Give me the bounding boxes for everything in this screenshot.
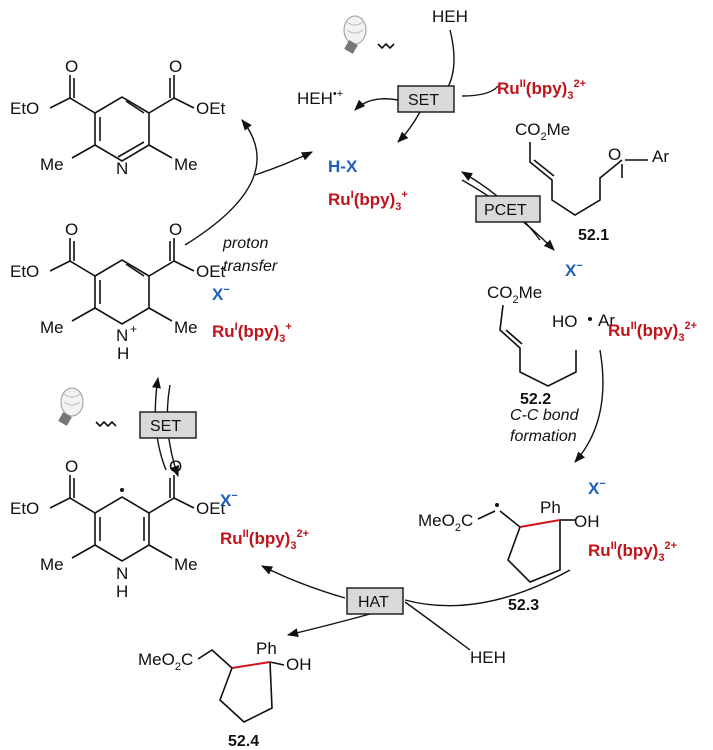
svg-text:H: H <box>116 582 128 601</box>
hx-label: H-X <box>328 157 358 176</box>
svg-text:Ph: Ph <box>256 639 277 658</box>
svg-text:O: O <box>65 457 78 476</box>
x-minus-bottom-left: X− <box>220 490 238 510</box>
svg-text:O: O <box>169 57 182 76</box>
ru-II-top: RuII(bpy)32+ <box>497 78 586 102</box>
svg-text:O: O <box>65 220 78 239</box>
x-minus-right: X− <box>588 478 606 498</box>
set-top-arrow-out-ru <box>397 111 421 143</box>
light-bulb-icon <box>343 15 367 54</box>
svg-text:Me: Me <box>40 155 64 174</box>
svg-text:OEt: OEt <box>196 262 226 281</box>
compound-52-1: CO2Me O Ar <box>515 120 669 216</box>
x-minus-left: X− <box>212 284 230 304</box>
compound-label-52-3: 52.3 <box>508 597 539 614</box>
pyridine: O EtO O OEt Me Me N <box>10 57 226 178</box>
svg-text:Me: Me <box>174 555 198 574</box>
svg-text:Me: Me <box>40 555 64 574</box>
hat-box <box>346 587 404 615</box>
set-top-box <box>397 85 455 113</box>
light-wave-icon <box>95 420 117 428</box>
proton-transfer-arrow-up <box>184 119 258 246</box>
svg-text:HO: HO <box>552 312 578 331</box>
set-top-box-label: SET <box>408 92 439 109</box>
svg-text:MeO2C: MeO2C <box>138 650 193 673</box>
compound-label-52-2: 52.2 <box>520 391 551 408</box>
svg-text:N: N <box>116 326 128 345</box>
light-wave-icon <box>377 42 395 50</box>
set-top-arrow-in <box>444 29 455 93</box>
set-left-box-label: SET <box>150 418 181 435</box>
compound-52-3: MeO2C Ph OH <box>418 498 600 583</box>
ru-II-bottom-right: RuII(bpy)32+ <box>588 540 677 564</box>
svg-text:EtO: EtO <box>10 262 39 281</box>
svg-text:Me: Me <box>174 318 198 337</box>
compound-label-52-1: 52.1 <box>578 227 609 244</box>
set-top-ru-line <box>461 85 499 97</box>
heh-bottom-label: HEH <box>470 648 506 667</box>
svg-text:CO2Me: CO2Me <box>487 283 542 306</box>
svg-text:Ar: Ar <box>598 311 615 330</box>
svg-text:EtO: EtO <box>10 499 39 518</box>
ru-I-left: RuI(bpy)3+ <box>212 321 292 345</box>
hat-arrow-in <box>404 569 571 607</box>
hat-box-label: HAT <box>358 594 389 611</box>
compound-label-52-4: 52.4 <box>228 733 259 750</box>
compound-52-2: CO2Me HO Ar <box>487 283 615 387</box>
hat-arrow-heh <box>404 601 471 651</box>
set-top-arrow-out-heh <box>354 98 399 111</box>
svg-text:H: H <box>117 344 129 363</box>
hat-arrow-product <box>286 613 371 638</box>
heh-radical: O EtO O OEt Me Me N H <box>10 457 226 601</box>
svg-text:OH: OH <box>574 512 600 531</box>
x-minus-mid: X− <box>565 260 583 280</box>
svg-text:EtO: EtO <box>10 99 39 118</box>
set-left-box <box>139 411 197 439</box>
svg-text:O: O <box>169 220 182 239</box>
svg-text:N: N <box>116 159 128 178</box>
cc-bond-label-2: formation <box>510 428 577 445</box>
heh-top-label: HEH <box>432 7 468 26</box>
svg-text:Ph: Ph <box>540 498 561 517</box>
proton-transfer-label-2: transfer <box>223 258 278 275</box>
ru-I-top: RuI(bpy)3+ <box>328 189 408 213</box>
svg-text:+: + <box>130 322 137 336</box>
svg-text:Ar: Ar <box>652 147 669 166</box>
pcet-box-label: PCET <box>484 202 527 219</box>
svg-text:Me: Me <box>40 318 64 337</box>
ru-II-bottom-left: RuII(bpy)32+ <box>220 528 309 552</box>
svg-text:CO2Me: CO2Me <box>515 120 570 143</box>
ru-II-right: RuII(bpy)32+ <box>608 320 697 344</box>
heh-radical-cation-label: HEH•+ <box>297 88 343 108</box>
light-bulb-icon <box>58 387 84 426</box>
proton-transfer-arrow-right <box>254 151 314 176</box>
hat-arrow-to-radical <box>260 565 346 599</box>
svg-text:OEt: OEt <box>196 499 226 518</box>
cc-bond-label-1: C-C bond <box>510 407 580 424</box>
svg-text:OH: OH <box>286 655 312 674</box>
compound-52-4: MeO2C Ph OH <box>138 639 312 723</box>
svg-text:N: N <box>116 564 128 583</box>
proton-transfer-label-1: proton <box>222 235 268 252</box>
svg-text:OEt: OEt <box>196 99 226 118</box>
cc-bond-arrow <box>574 349 604 463</box>
svg-text:Me: Me <box>174 155 198 174</box>
pcet-box <box>475 195 541 223</box>
svg-text:MeO2C: MeO2C <box>418 511 473 534</box>
svg-text:O: O <box>65 57 78 76</box>
svg-text:O: O <box>608 145 621 164</box>
pyridinium: O EtO O OEt Me Me N + H <box>10 220 226 363</box>
